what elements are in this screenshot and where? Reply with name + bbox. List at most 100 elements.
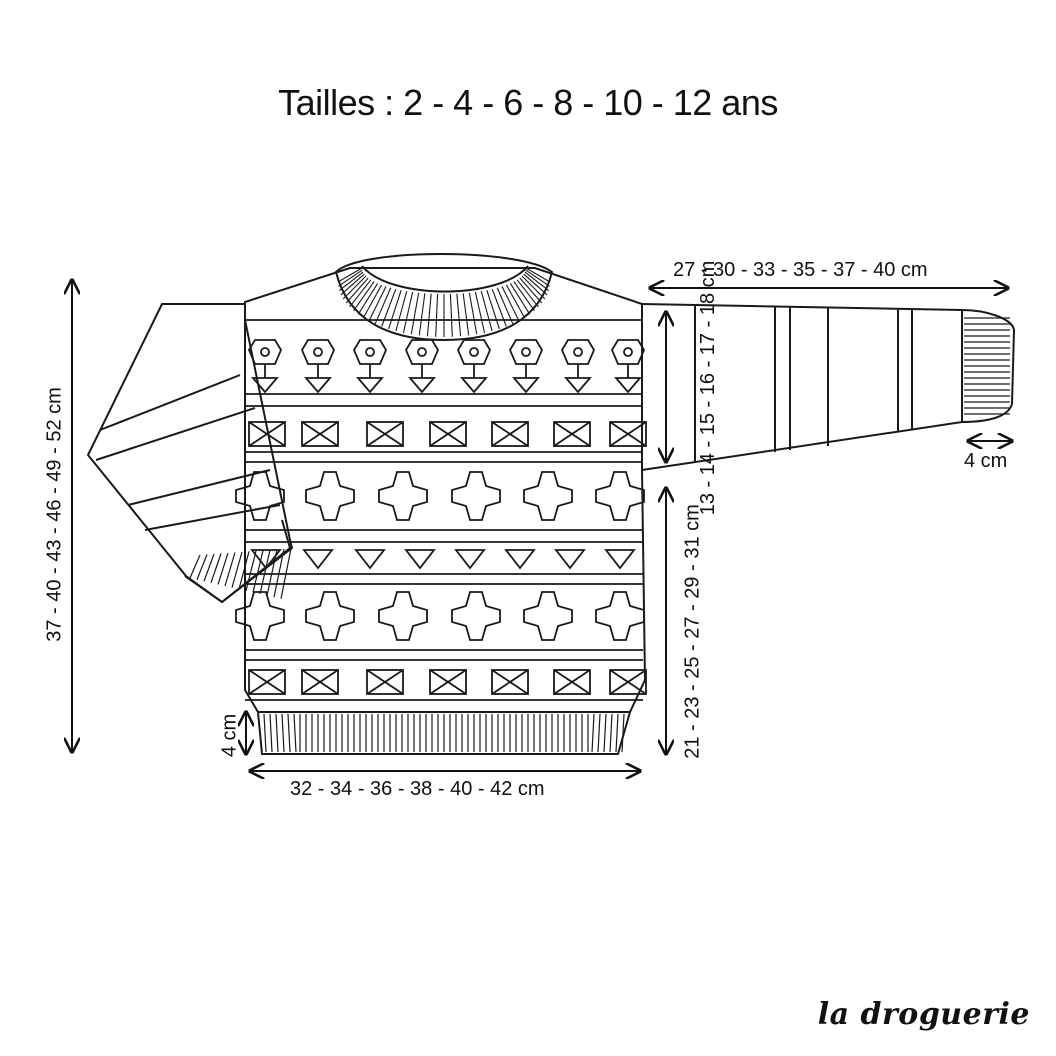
bowtie-cross: [429, 421, 467, 447]
flower-center: [417, 347, 427, 357]
bowtie-cross: [301, 421, 339, 447]
rib-line: [505, 284, 526, 318]
sleeve-length-label: 27 - 30 - 33 - 35 - 37 - 40 cm: [673, 259, 928, 281]
rib-line: [217, 552, 229, 585]
rib-line: [203, 553, 215, 582]
fairisle-pattern: [235, 319, 647, 701]
cross-motif: [523, 471, 573, 521]
flower-center: [521, 347, 531, 357]
rib-line: [519, 277, 543, 304]
right-sleeve: [641, 303, 1016, 471]
triangle-motif: [404, 549, 436, 570]
rib-line: [224, 552, 236, 587]
flower-motif: [247, 339, 283, 365]
bowtie-motif: [553, 421, 591, 447]
armhole-label: 13 - 14 - 15 - 16 - 17 - 18 cm: [697, 260, 719, 516]
flower-center: [365, 347, 375, 357]
rib-line: [603, 713, 607, 753]
body-to-armhole-label: 21 - 23 - 25 - 27 - 29 - 31 cm: [681, 504, 704, 759]
rib-line: [591, 713, 595, 753]
rib-line: [281, 713, 285, 753]
rib-line: [524, 271, 550, 292]
rib-line: [357, 282, 379, 315]
flower-motif: [352, 339, 388, 365]
triangle-motif: [604, 549, 636, 570]
rib-line: [615, 713, 619, 753]
rib-line: [521, 275, 546, 300]
bowtie-cross: [491, 421, 529, 447]
rib-line: [345, 277, 369, 304]
rib-line: [597, 713, 601, 753]
rib-line: [340, 273, 365, 296]
bowtie-motif: [553, 669, 591, 695]
rib-line: [252, 550, 264, 593]
bowtie-cross: [553, 669, 591, 695]
rib-line: [189, 554, 201, 579]
rib-line: [338, 269, 363, 287]
bowtie-cross: [366, 421, 404, 447]
flower-stem: [614, 364, 642, 394]
rib-line: [196, 554, 208, 580]
triangle-motif: [504, 549, 536, 570]
cross-motif: [305, 471, 355, 521]
rib-line: [462, 293, 470, 336]
bowtie-cross: [609, 669, 647, 695]
flower-center: [313, 347, 323, 357]
rib-line: [474, 291, 486, 333]
flower-motif: [610, 339, 646, 365]
neckline-rib: [334, 253, 554, 342]
rib-line: [523, 273, 548, 296]
flower-stem: [460, 364, 488, 394]
flower-stem: [408, 364, 436, 394]
rib-line: [395, 291, 408, 332]
flower-motif: [404, 339, 440, 365]
bowtie-motif: [429, 669, 467, 695]
cross-motif: [595, 471, 645, 521]
rib-line: [456, 293, 462, 337]
cross-motif: [235, 471, 285, 521]
triangle-motif: [302, 549, 334, 570]
flower-motif: [300, 339, 336, 365]
bowtie-cross: [491, 669, 529, 695]
rib-line: [293, 713, 297, 753]
flower-center: [469, 347, 479, 357]
rib-line: [509, 282, 531, 315]
rib-line: [342, 275, 367, 300]
rib-line: [275, 713, 279, 753]
rib-line: [269, 713, 273, 753]
sweater-body: [244, 267, 647, 755]
triangle-motif: [554, 549, 586, 570]
cross-motif: [451, 591, 501, 641]
bowtie-motif: [301, 421, 339, 447]
bowtie-motif: [609, 421, 647, 447]
flower-stem: [251, 364, 279, 394]
triangle-motif: [454, 549, 486, 570]
flower-center: [260, 347, 270, 357]
rib-line: [349, 279, 372, 308]
flower-stem: [564, 364, 592, 394]
rib-line: [501, 286, 520, 322]
rib-line: [210, 553, 222, 583]
bowtie-motif: [248, 669, 286, 695]
flower-motif: [560, 339, 596, 365]
rib-line: [402, 291, 414, 333]
rib-line: [449, 293, 453, 337]
cross-motif: [235, 591, 285, 641]
brand-logo: la droguerie: [817, 997, 1030, 1032]
width-label: 32 - 34 - 36 - 38 - 40 - 42 cm: [290, 778, 545, 800]
flower-motif: [456, 339, 492, 365]
flower-motif: [508, 339, 544, 365]
flower-center: [573, 347, 583, 357]
rib-line: [435, 293, 439, 337]
bowtie-cross: [248, 421, 286, 447]
rib-line: [418, 293, 426, 336]
rib-line: [516, 279, 539, 308]
rib-line: [426, 293, 432, 337]
rib-line: [486, 289, 500, 330]
rib-line: [287, 713, 291, 753]
bowtie-motif: [429, 421, 467, 447]
bowtie-cross: [429, 669, 467, 695]
flower-stem: [512, 364, 540, 394]
rib-line: [231, 551, 243, 588]
